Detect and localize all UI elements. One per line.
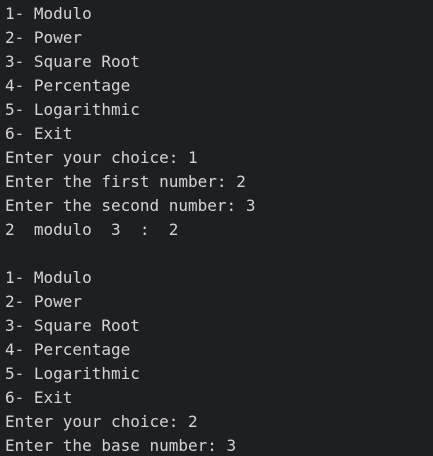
first-number-prompt: Enter the first number: 2 bbox=[5, 172, 246, 191]
menu-item-modulo: 1- Modulo bbox=[5, 268, 92, 287]
menu-item-exit: 6- Exit bbox=[5, 388, 73, 407]
menu-item-power: 2- Power bbox=[5, 292, 83, 311]
choice-prompt: Enter your choice: 2 bbox=[5, 412, 198, 431]
menu-item-percentage: 4- Percentage bbox=[5, 340, 131, 359]
menu-item-exit: 6- Exit bbox=[5, 124, 73, 143]
choice-prompt: Enter your choice: 1 bbox=[5, 148, 198, 167]
menu-item-square-root: 3- Square Root bbox=[5, 316, 140, 335]
result-line: 2 modulo 3 : 2 bbox=[5, 220, 179, 239]
menu-item-modulo: 1- Modulo bbox=[5, 4, 92, 23]
base-number-prompt: Enter the base number: 3 bbox=[5, 436, 237, 455]
blank-line bbox=[5, 242, 428, 266]
menu-item-percentage: 4- Percentage bbox=[5, 76, 131, 95]
menu-item-logarithmic: 5- Logarithmic bbox=[5, 364, 140, 383]
menu-item-power: 2- Power bbox=[5, 28, 83, 47]
menu-item-square-root: 3- Square Root bbox=[5, 52, 140, 71]
menu-item-logarithmic: 5- Logarithmic bbox=[5, 100, 140, 119]
second-number-prompt: Enter the second number: 3 bbox=[5, 196, 256, 215]
